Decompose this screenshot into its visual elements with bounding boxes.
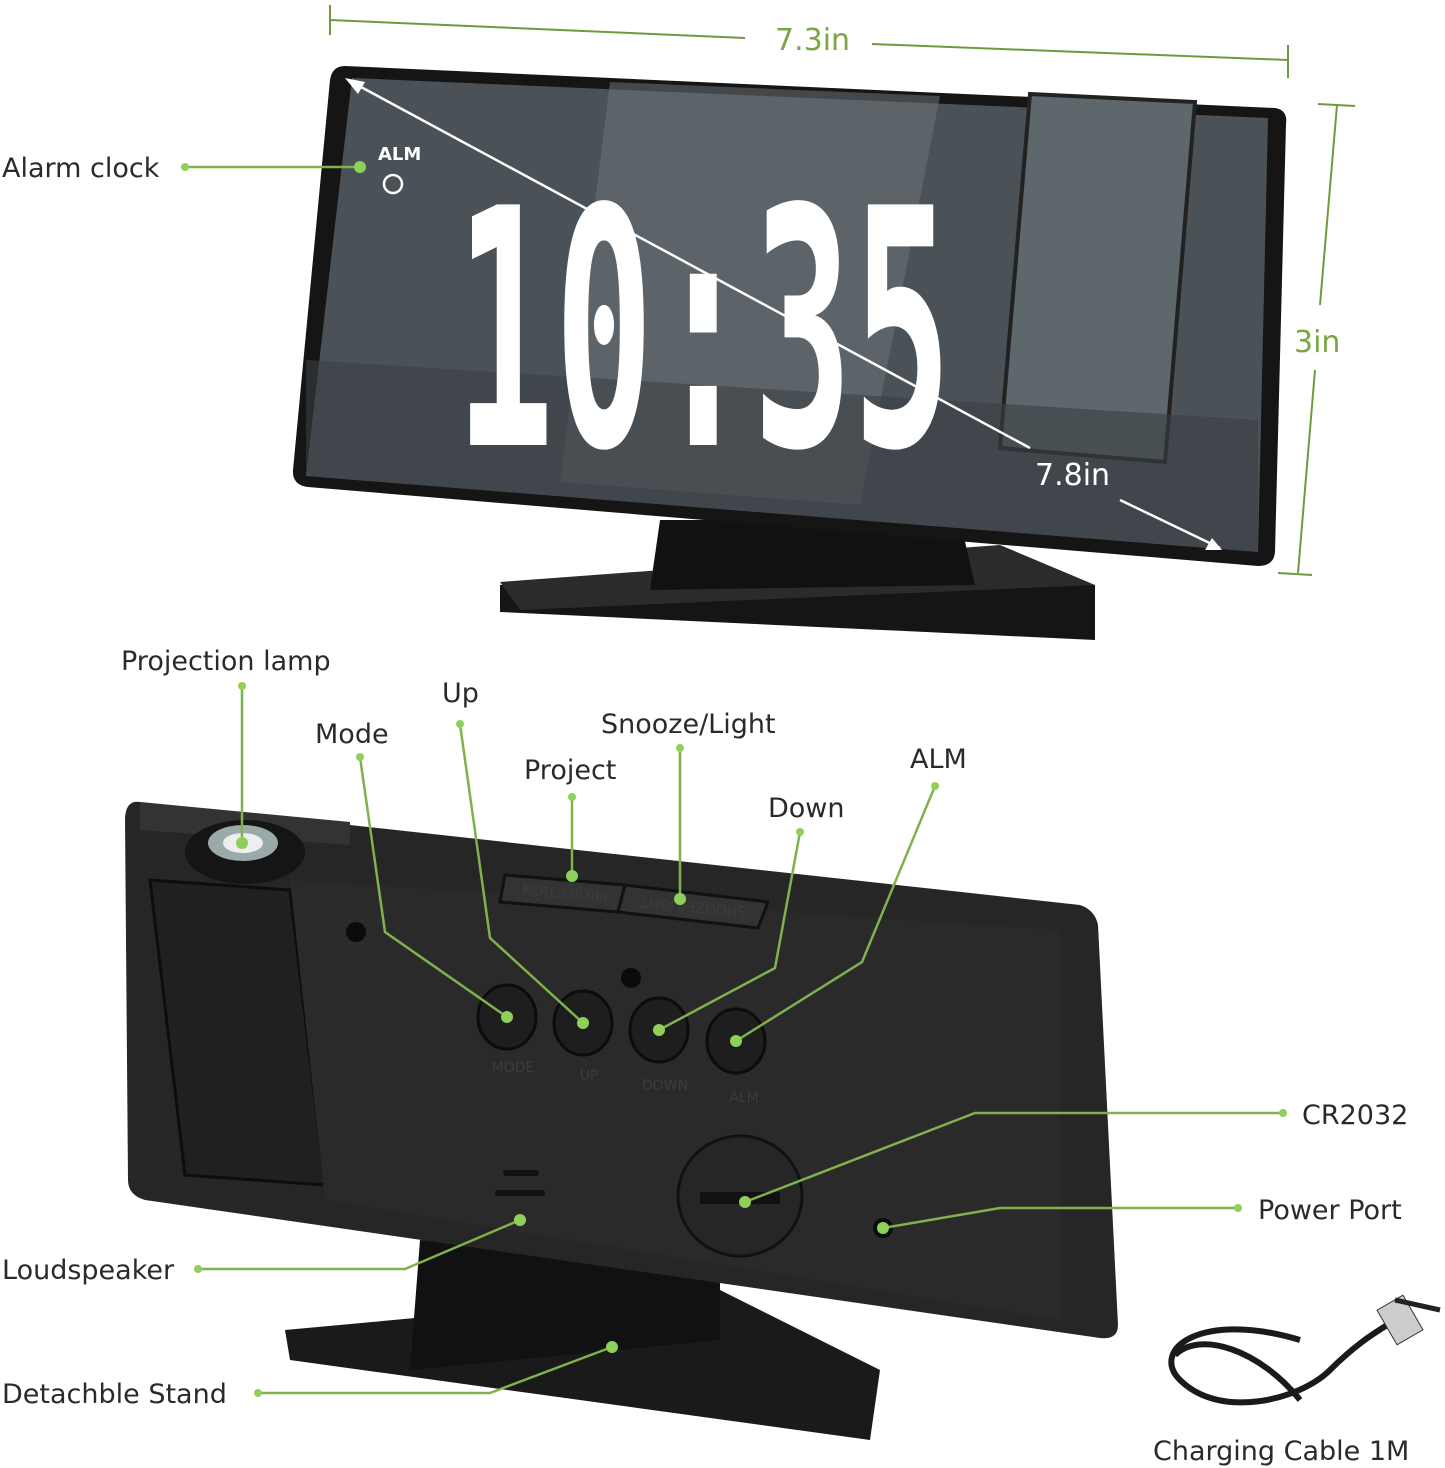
label-alm: ALM [910, 744, 967, 775]
width-label: 7.3in [775, 23, 850, 58]
width-dimension: 7.3in [329, 5, 1289, 78]
label-loudspeaker: Loudspeaker [2, 1255, 175, 1286]
label-down: Down [768, 793, 845, 824]
projection-marking: PROJECTION [522, 880, 609, 903]
alm-marking: ALM [729, 1090, 758, 1106]
mode-marking: MODE [492, 1060, 535, 1076]
annotation-down: Down [653, 793, 845, 1036]
annotation-alarm-clock: Alarm clock [2, 153, 366, 184]
annotation-mode: Mode [315, 719, 513, 1023]
annotation-loudspeaker: Loudspeaker [2, 1214, 526, 1286]
annotation-cr2032: CR2032 [739, 1100, 1408, 1208]
clock-front: ALM 7.8in [292, 66, 1287, 640]
up-marking: UP [580, 1068, 599, 1084]
label-cr2032: CR2032 [1302, 1100, 1408, 1131]
down-marking: DOWN [642, 1078, 688, 1094]
annotation-power-port: Power Port [877, 1195, 1402, 1234]
diagonal-label: 7.8in [1035, 458, 1110, 493]
label-project: Project [524, 755, 616, 786]
annotation-alm: ALM [730, 744, 967, 1047]
annotation-snooze-light: Snooze/Light [601, 709, 776, 905]
height-label: 3in [1294, 325, 1340, 360]
annotation-up: Up [442, 678, 589, 1029]
label-power-port: Power Port [1258, 1195, 1402, 1226]
label-mode: Mode [315, 719, 389, 750]
label-charging-cable: Charging Cable 1M [1153, 1436, 1409, 1467]
alarm-bell-icon [382, 173, 404, 195]
label-up: Up [442, 678, 479, 709]
time-display: 10:35 [455, 139, 952, 524]
annotation-project: Project [524, 755, 616, 882]
alm-indicator: ALM [378, 144, 421, 165]
height-dimension: 3in [1277, 103, 1356, 576]
clock-back: PROJECTION SNOOZE/LIGHT MODE UP DOWN ALM [125, 801, 1118, 1440]
label-projection-lamp: Projection lamp [121, 646, 331, 677]
annotation-stand: Detachble Stand [2, 1341, 618, 1410]
label-alarm-clock: Alarm clock [2, 153, 160, 184]
label-stand: Detachble Stand [2, 1379, 227, 1410]
charging-cable [1168, 1294, 1441, 1406]
annotation-projection-lamp: Projection lamp [121, 646, 331, 849]
label-snooze-light: Snooze/Light [601, 709, 776, 740]
